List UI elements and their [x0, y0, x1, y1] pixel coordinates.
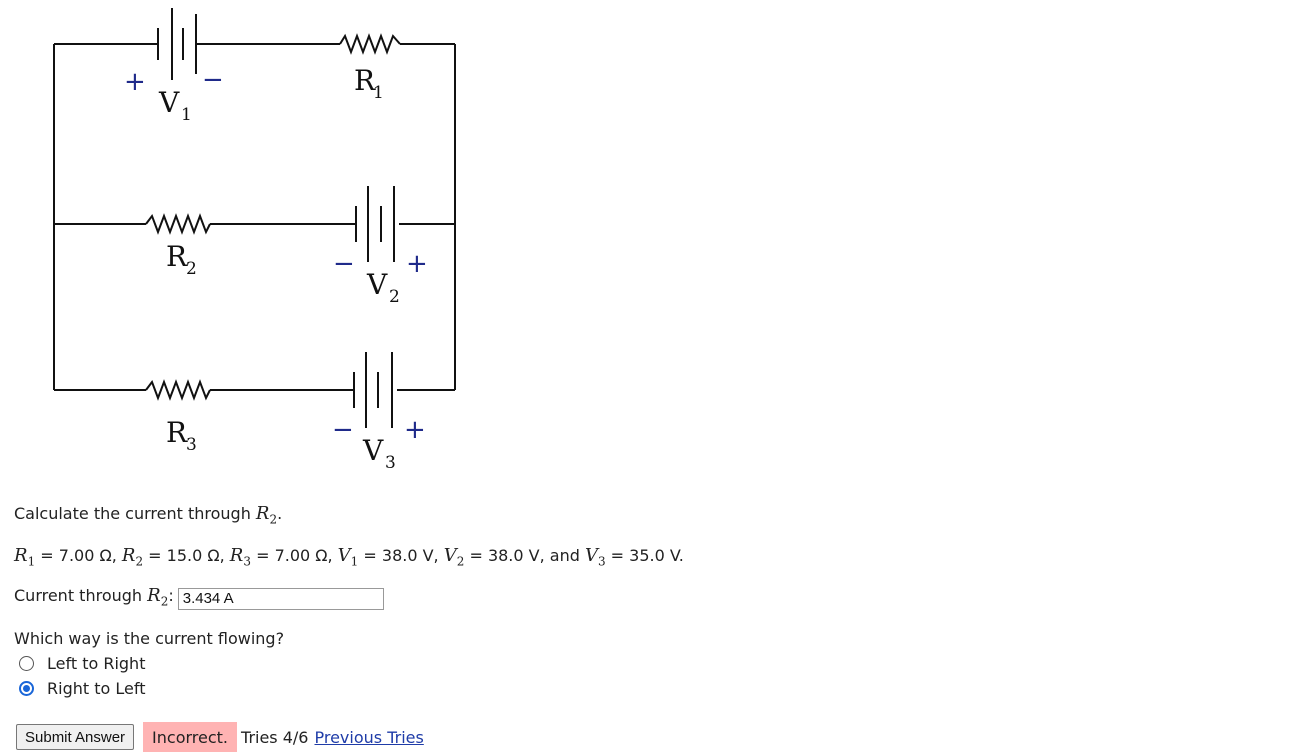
option-right-to-left[interactable]: Right to Left — [19, 679, 145, 698]
given-value: = 15.0 Ω, — [143, 546, 230, 565]
v1-plus-sign: + — [124, 67, 146, 97]
v3-subscript: 3 — [385, 453, 396, 473]
circuit-diagram: + − V 1 R 1 R 2 − + V 2 R 3 − + V 3 — [53, 8, 456, 473]
v2-minus-sign: − — [333, 249, 355, 279]
given-value: = 7.00 Ω, — [250, 546, 338, 565]
v3-label: V — [362, 434, 384, 467]
r1-subscript: 1 — [373, 83, 384, 103]
option-label: Left to Right — [47, 654, 146, 673]
option-left-to-right[interactable]: Left to Right — [19, 654, 145, 673]
option-label: Right to Left — [47, 679, 146, 698]
answer-label: Current through R2: — [14, 585, 174, 609]
v2-plus-sign: + — [406, 249, 428, 279]
battery-v2 — [355, 186, 395, 262]
given-symbol: V1 — [337, 545, 359, 569]
resistor-r1 — [339, 33, 401, 55]
direction-question: Which way is the current flowing? — [14, 629, 285, 648]
answer-row: Current through R2: — [14, 586, 384, 612]
resistor-r3 — [145, 379, 211, 401]
answer-footer: Submit Answer Incorrect. Tries 4/6 Previ… — [16, 722, 424, 752]
prompt-end: . — [277, 504, 283, 523]
given-symbol: V2 — [443, 545, 465, 569]
prompt-variable: R2 — [255, 503, 278, 527]
radio-right-to-left[interactable] — [19, 681, 34, 696]
question-prompt: Calculate the current through R2. — [14, 504, 282, 530]
v1-minus-sign: − — [202, 65, 224, 95]
given-symbol: R1 — [14, 545, 36, 569]
resistor-r2 — [145, 213, 211, 235]
given-value: = 35.0 V. — [605, 546, 684, 565]
radio-left-to-right[interactable] — [19, 656, 34, 671]
v2-subscript: 2 — [389, 287, 400, 307]
circuit-wires — [53, 43, 456, 391]
battery-v3 — [353, 352, 393, 428]
r3-subscript: 3 — [186, 435, 197, 455]
r2-label: R — [166, 240, 188, 273]
feedback-incorrect: Incorrect. — [143, 722, 238, 752]
given-symbol: V3 — [584, 545, 606, 569]
r3-label: R — [166, 416, 188, 449]
tries-counter: Tries 4/6 — [241, 727, 309, 747]
current-answer-input[interactable] — [177, 587, 384, 610]
given-value: = 38.0 V, — [358, 546, 444, 565]
v1-label: V — [158, 86, 180, 119]
given-values: R1 = 7.00 Ω, R2 = 15.0 Ω, R3 = 7.00 Ω, V… — [14, 546, 684, 572]
given-value: = 7.00 Ω, — [35, 546, 122, 565]
v3-minus-sign: − — [332, 415, 354, 445]
v3-plus-sign: + — [404, 415, 426, 445]
previous-tries-link[interactable]: Previous Tries — [314, 727, 424, 747]
given-symbol: R2 — [121, 545, 144, 569]
given-symbol: R3 — [229, 545, 251, 569]
prompt-text: Calculate the current through — [14, 504, 256, 523]
battery-v1 — [157, 8, 203, 80]
v2-label: V — [366, 268, 388, 301]
v1-subscript: 1 — [181, 105, 192, 125]
submit-answer-button[interactable]: Submit Answer — [16, 724, 135, 750]
r1-label: R — [354, 64, 376, 97]
r2-subscript: 2 — [186, 259, 197, 279]
given-value: = 38.0 V, and — [464, 546, 585, 565]
